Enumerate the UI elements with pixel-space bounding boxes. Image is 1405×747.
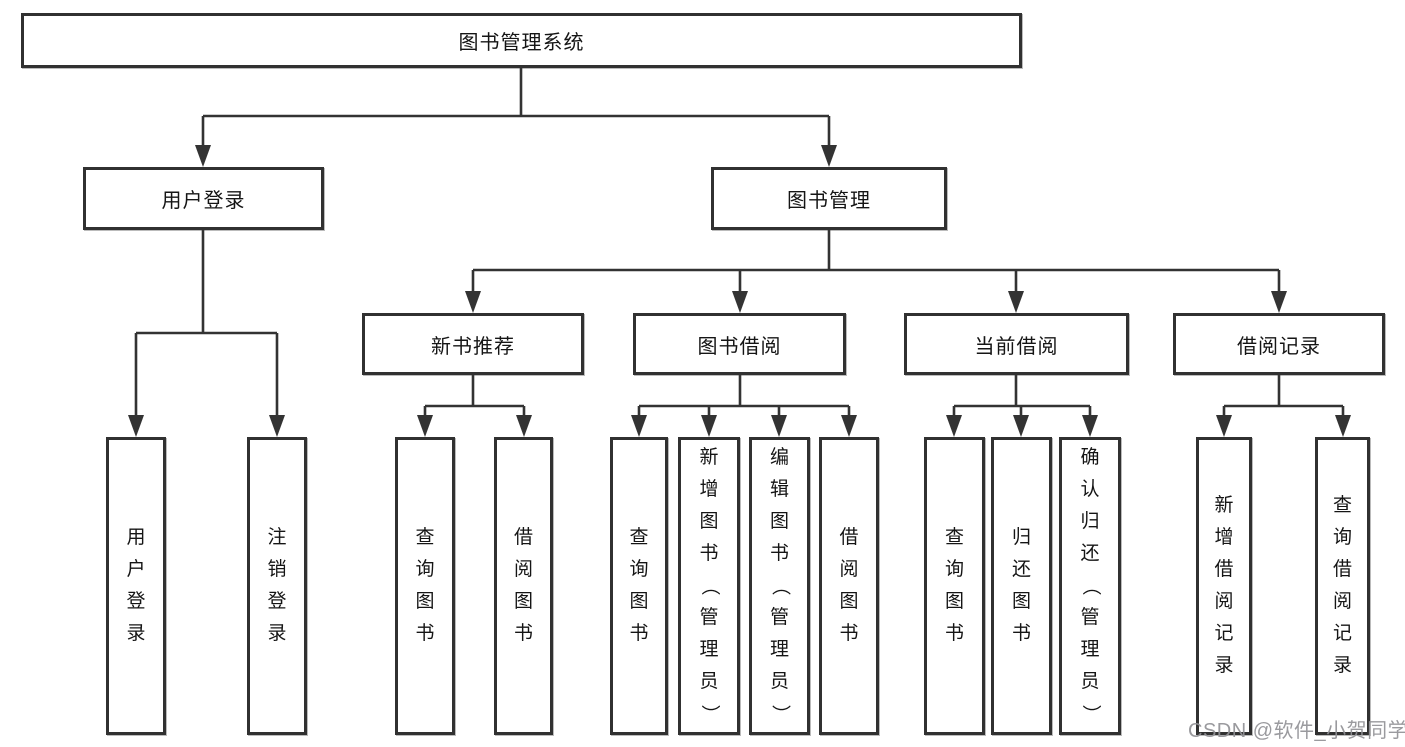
connector-borrow-children: [637, 375, 851, 433]
leaf-confirm-return-admin: 确认归还（管理员）: [1059, 437, 1121, 735]
node-new-book-recommend: 新书推荐: [362, 313, 584, 375]
connector-book-mgmt-children: [471, 230, 1281, 309]
node-book-borrow: 图书借阅: [633, 313, 846, 375]
csdn-watermark: CSDN @软件_小贺同学: [1188, 720, 1405, 742]
arrowheads: [128, 145, 1351, 437]
leaf-logout: 注销登录: [247, 437, 307, 735]
node-library-system-root: 图书管理系统: [21, 13, 1022, 68]
node-user-login: 用户登录: [83, 167, 324, 230]
node-current-borrow: 当前借阅: [904, 313, 1129, 375]
connector-root-to-level1: [201, 68, 831, 163]
leaf-query-borrow-record: 查询借阅记录: [1315, 437, 1370, 735]
leaf-add-borrow-record: 新增借阅记录: [1196, 437, 1252, 735]
leaf-add-book-admin: 新增图书（管理员）: [678, 437, 740, 735]
node-book-management: 图书管理: [711, 167, 947, 230]
leaf-query-book-3: 查询图书: [924, 437, 985, 735]
connector-recommend-children: [423, 375, 526, 433]
leaf-borrow-book-2: 借阅图书: [819, 437, 879, 735]
leaf-return-book: 归还图书: [991, 437, 1052, 735]
connector-user-login-children: [134, 230, 279, 433]
leaf-query-book-2: 查询图书: [610, 437, 668, 735]
leaf-borrow-book-1: 借阅图书: [494, 437, 553, 735]
connector-records-children: [1222, 375, 1345, 433]
leaf-query-book-1: 查询图书: [395, 437, 455, 735]
node-borrow-records: 借阅记录: [1173, 313, 1385, 375]
leaf-edit-book-admin: 编辑图书（管理员）: [749, 437, 810, 735]
leaf-user-login: 用户登录: [106, 437, 166, 735]
